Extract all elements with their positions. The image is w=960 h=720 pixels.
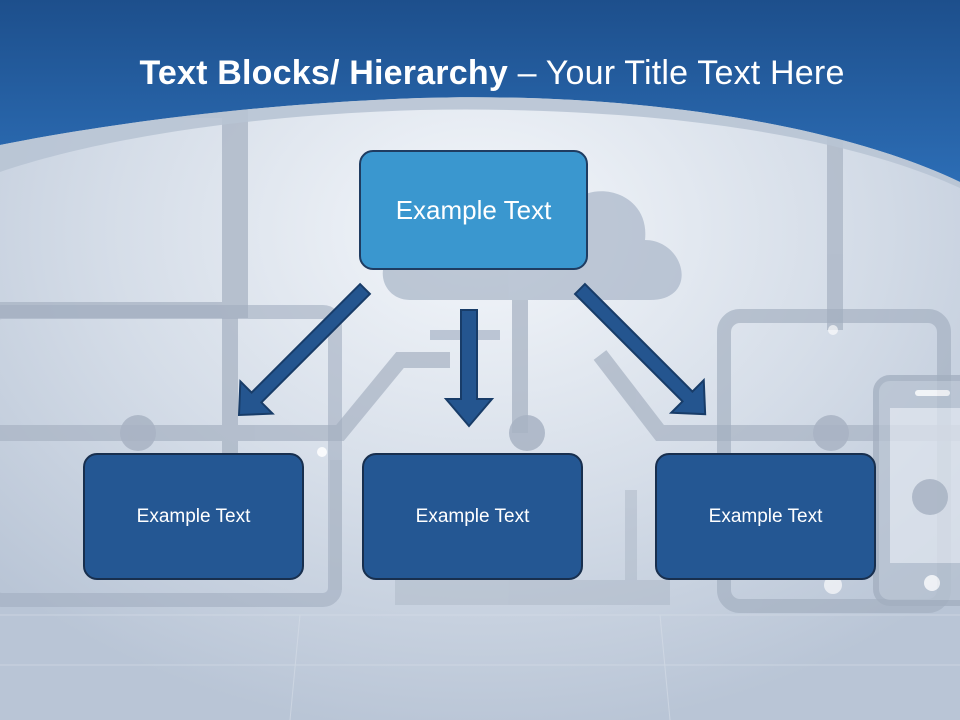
child-node-label: Example Text [415,505,530,527]
laptop-icon [0,305,342,607]
child-node-3: Example Text [655,453,876,580]
root-node: Example Text [359,150,588,270]
title-rest-part: – Your Title Text Here [507,54,845,92]
desktop-monitor-icon [330,460,670,605]
child-node-1: Example Text [83,453,304,580]
root-node-label: Example Text [395,194,552,225]
slide-title: Text Blocks/ Hierarchy – Your Title Text… [0,54,960,93]
child-node-label: Example Text [708,505,823,527]
child-node-2: Example Text [362,453,583,580]
child-node-label: Example Text [136,505,251,527]
title-bold-part: Text Blocks/ Hierarchy [139,54,508,92]
